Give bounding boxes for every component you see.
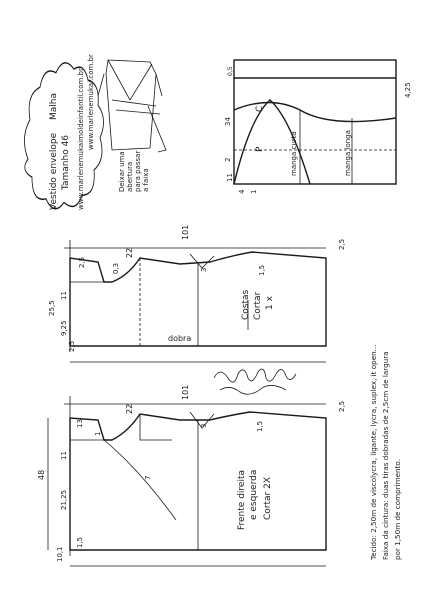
back-m-25a: 2,5 [338,239,346,250]
back-m-25c: 2,5 [68,341,76,352]
sleeve-manga-longa: manga longa [344,130,352,176]
sleeve-pattern [233,59,397,185]
sleeve-m-4: 4 [238,189,246,194]
back-m-25b: 2,5 [78,257,86,268]
title-line2: Malha [49,93,59,120]
front-m-7: 7 [144,476,152,480]
front-m-11: 11 [60,451,68,460]
fabric-line3: por 1,50m de comprimento. [393,459,402,560]
note-line3: para passar [134,151,142,192]
fabric-line1: Tecido: 2,50m de viscolycra, ligante, ly… [369,344,378,561]
front-piece [47,396,327,567]
back-m-11: 11 [60,291,68,300]
back-piece-line1: Costas [241,289,251,320]
back-m-3: 3 [200,268,208,272]
fabric-line2: Faixa da cintura: duas tiras dobradas de… [381,351,390,560]
note-line4: a faixa [142,168,150,192]
front-m-2125: 21,25 [60,490,68,510]
url-line-2: www.marlenemukaimoldeinfantil.com.br [77,68,85,210]
back-m-03: 0,3 [112,263,120,274]
back-m-925: 9,25 [60,320,68,336]
sleeve-m-11: 11 [226,173,234,182]
sleeve-label-c: C [255,106,265,112]
front-m-22: 22 [125,404,134,414]
sleeve-m-2: 2 [224,158,232,162]
back-dobra: dobra [168,334,191,343]
sleeve-manga-curta: manga curta [290,131,298,176]
sleeve-m-1: 1 [250,190,258,194]
sleeve-m-425: 4,25 [404,82,412,98]
signature [213,368,297,395]
title-line3: Tamanho 46 [61,135,71,191]
url-line-1: www.marlenemukai.com.br [87,54,95,150]
title-cloud [24,62,104,210]
back-piece-line3: 1 x [265,295,275,310]
front-piece-line1: Frente direita [237,470,247,530]
front-m-48: 48 [37,470,46,480]
front-m-101: 101 [181,385,190,400]
note-line2: abertura [126,162,134,192]
front-m-1: 1 [94,432,102,436]
sleeve-m-34: 34 [224,117,232,126]
sleeve-label-p: P [255,146,265,152]
back-piece [64,240,327,363]
back-m-101: 101 [181,225,190,240]
front-m-25: 2,5 [338,401,346,412]
back-m-15: 1,5 [258,265,266,276]
dress-sketch [97,59,167,153]
front-m-3: 3 [200,424,208,428]
back-piece-line2: Cortar [253,291,263,320]
front-m-101b: 10,1 [56,546,64,562]
front-m-15b: 1,5 [256,421,264,432]
title-line1: Vestido envelope [49,132,59,210]
note-line1: Deixar uma [118,151,126,192]
front-m-15: 1,5 [76,537,84,548]
front-m-13: 13 [76,419,84,428]
sleeve-m-05: 0,5 [227,66,234,76]
back-m-22: 22 [125,248,134,258]
front-piece-line2: e esquerda [249,470,259,520]
back-m-255: 25,5 [48,300,56,316]
front-piece-line3: Cortar 2X [263,477,273,520]
